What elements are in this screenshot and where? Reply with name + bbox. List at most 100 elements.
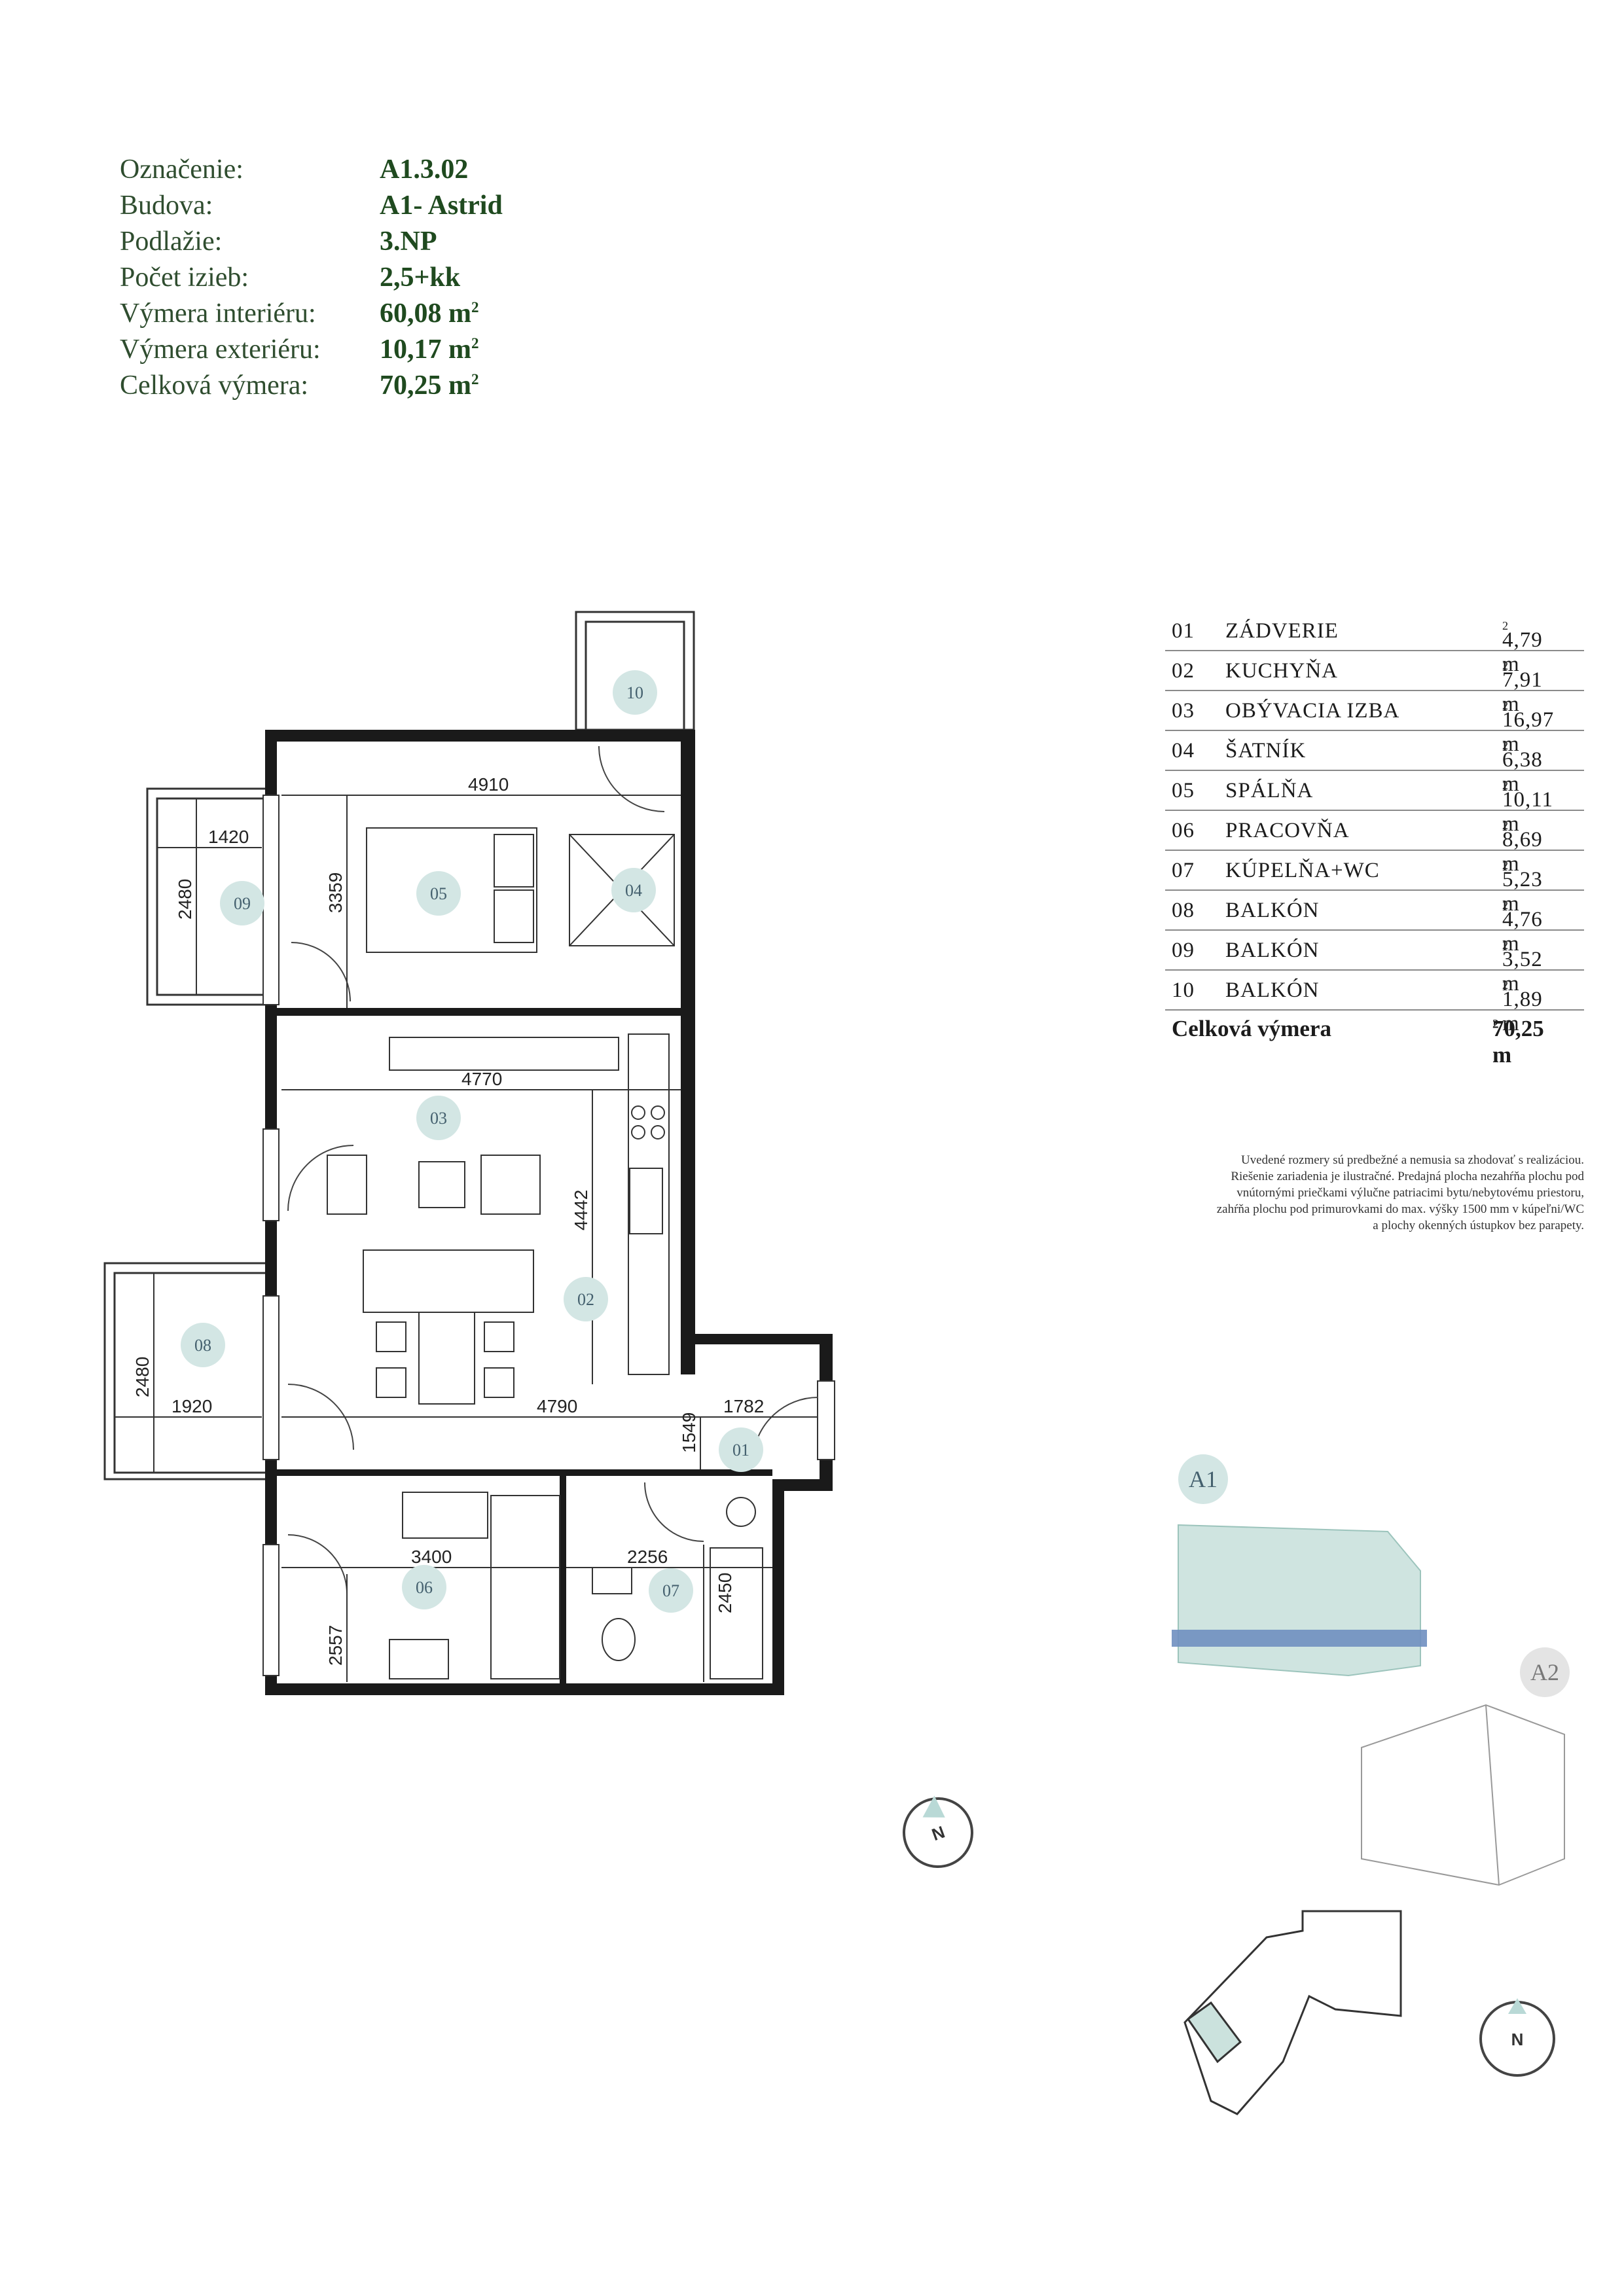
site-compass: N	[1479, 1998, 1555, 2077]
kitchen-sink	[629, 1168, 663, 1234]
room-tag-01: 01	[719, 1427, 763, 1472]
room-tag-label: 09	[234, 894, 251, 913]
sofa	[363, 1249, 534, 1313]
dim-label: 2480	[175, 879, 195, 920]
dim-label: 1782	[723, 1396, 764, 1416]
wardrobe-office	[402, 1492, 488, 1539]
stove-burner	[651, 1125, 665, 1139]
pillow	[494, 834, 534, 888]
dim-label: 1420	[208, 827, 249, 847]
site-outline	[1183, 1910, 1402, 2115]
building-a2-outline	[1361, 1704, 1565, 1886]
disclaimer-note: Uvedené rozmery sú predbežné a nemusia s…	[1216, 1153, 1584, 1232]
dim-label: 1549	[679, 1412, 699, 1453]
window-living	[262, 1128, 280, 1221]
building-label: A2	[1530, 1659, 1559, 1685]
dim-label: 4442	[571, 1190, 591, 1230]
balcony-08-outline	[103, 1262, 270, 1480]
dim-label: 2256	[627, 1547, 668, 1567]
room-tag-label: 02	[577, 1290, 594, 1309]
room-tag-06: 06	[402, 1565, 446, 1609]
washing-machine	[726, 1497, 756, 1527]
room-tag-circle	[564, 1277, 608, 1321]
bathtub	[710, 1547, 763, 1679]
door-swing	[287, 1534, 348, 1594]
window-entry	[817, 1380, 835, 1460]
furniture	[327, 827, 763, 1679]
room-tag-circle	[611, 868, 656, 912]
washbasin	[592, 1567, 632, 1594]
room-tag-circle	[416, 871, 461, 916]
compass-arrow-icon	[922, 1795, 945, 1818]
wall-right-lower	[772, 1479, 784, 1695]
chair	[484, 1367, 514, 1398]
door-swing	[291, 942, 351, 1002]
building-a2: A2	[1361, 1647, 1570, 1886]
room-tag-circle	[649, 1568, 693, 1613]
room-tag-label: 05	[430, 884, 447, 903]
room-tag-09: 09	[220, 881, 264, 925]
chair	[376, 1321, 406, 1352]
wall-bedroom-bottom	[277, 1008, 681, 1016]
toilet	[602, 1618, 636, 1661]
dimension-labels: 4910 1420 2480 3359 4770 4442 2480 1920 …	[132, 774, 764, 1666]
plan-compass: N	[903, 1795, 973, 1868]
room-tag-circle	[613, 670, 657, 715]
room-tag-circle	[719, 1427, 763, 1472]
compass-ring	[903, 1797, 973, 1868]
wall-step	[772, 1479, 831, 1491]
dim-label: 1920	[171, 1396, 212, 1416]
dining-table	[418, 1312, 475, 1405]
window-office	[262, 1544, 280, 1676]
wall-top-bedroom	[265, 730, 694, 742]
armchair	[480, 1155, 541, 1215]
room-tag-circle	[416, 1096, 461, 1140]
dim-label: 2557	[325, 1625, 346, 1666]
room-tag-label: 07	[662, 1581, 679, 1600]
door-swing	[598, 745, 665, 812]
dim-label: 2450	[715, 1573, 735, 1613]
armchair	[327, 1155, 367, 1215]
room-tag-04: 04	[611, 868, 656, 912]
chair	[484, 1321, 514, 1352]
room-tag-circle	[220, 881, 264, 925]
building-label-circle	[1520, 1647, 1570, 1697]
compass-letter: N	[929, 1822, 947, 1845]
wardrobe-living	[389, 1037, 619, 1071]
side-table	[418, 1161, 465, 1208]
dim-label: 4910	[468, 774, 509, 795]
pillow	[494, 889, 534, 943]
stove-burner	[651, 1105, 665, 1120]
stove-burner	[631, 1125, 645, 1139]
site-highlight	[1186, 2001, 1242, 2064]
building-label: A1	[1189, 1466, 1218, 1492]
room-tag-label: 04	[625, 881, 642, 900]
wall-office-bath	[560, 1476, 566, 1683]
room-tag-label: 10	[626, 683, 643, 702]
wall-bottom	[265, 1683, 784, 1695]
building-a2-edge	[1485, 1704, 1500, 1886]
windows	[262, 795, 835, 1676]
room-tag-label: 01	[732, 1441, 749, 1460]
building-a1: A1	[1172, 1454, 1427, 1677]
dim-label: 4770	[461, 1069, 502, 1089]
compass-letter: N	[1511, 2030, 1524, 2049]
room-tag-circle	[402, 1565, 446, 1609]
window-bedroom	[262, 795, 280, 1005]
site-plan	[1183, 1910, 1402, 2115]
building-label-circle	[1178, 1454, 1228, 1504]
room-tag-circle	[181, 1323, 225, 1367]
room-tag-07: 07	[649, 1568, 693, 1613]
room-tag-label: 08	[194, 1336, 211, 1355]
room-tag-02: 02	[564, 1277, 608, 1321]
room-tags: 01 02 03 04 05 06 07 08 09 10	[181, 670, 763, 1613]
